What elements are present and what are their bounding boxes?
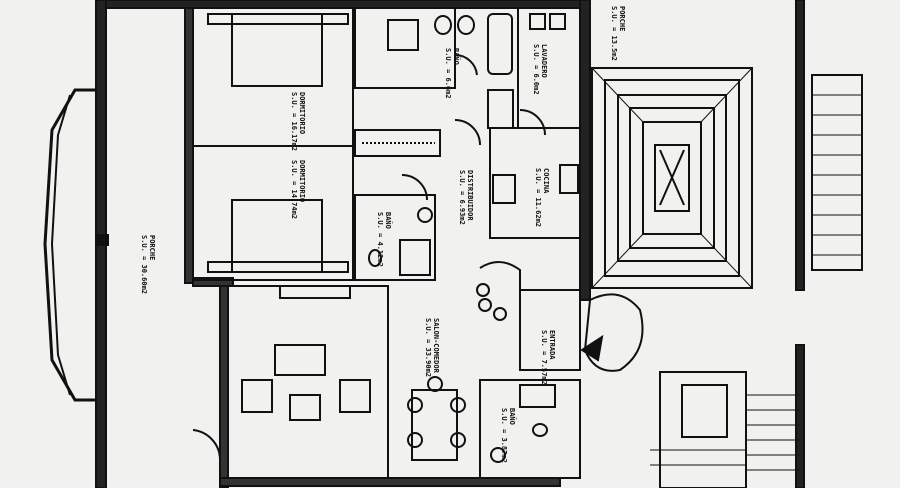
stairwell: [659, 371, 747, 488]
bedroom-outer-wall: [184, 7, 194, 284]
bathroom-2: [354, 194, 436, 281]
living-room: [227, 285, 389, 479]
bedroom-2: [192, 145, 354, 281]
exterior-stair: [811, 74, 863, 271]
bathtub: [487, 13, 513, 75]
entrance: [519, 289, 581, 371]
sink: [559, 164, 579, 194]
bay-window: [43, 88, 96, 402]
entry-planter: [583, 293, 644, 372]
dining-table: [411, 389, 458, 461]
exterior-wall-right: [579, 0, 591, 301]
bedroom-1: [192, 7, 354, 147]
bathroom-1: [354, 7, 456, 89]
bathroom-3: [479, 379, 581, 479]
wardrobe: [354, 129, 441, 157]
sofa: [274, 344, 326, 376]
stove: [492, 174, 516, 204]
exterior-wall-top: [105, 0, 591, 9]
courtyard: [591, 67, 753, 289]
kitchen: [489, 127, 581, 239]
